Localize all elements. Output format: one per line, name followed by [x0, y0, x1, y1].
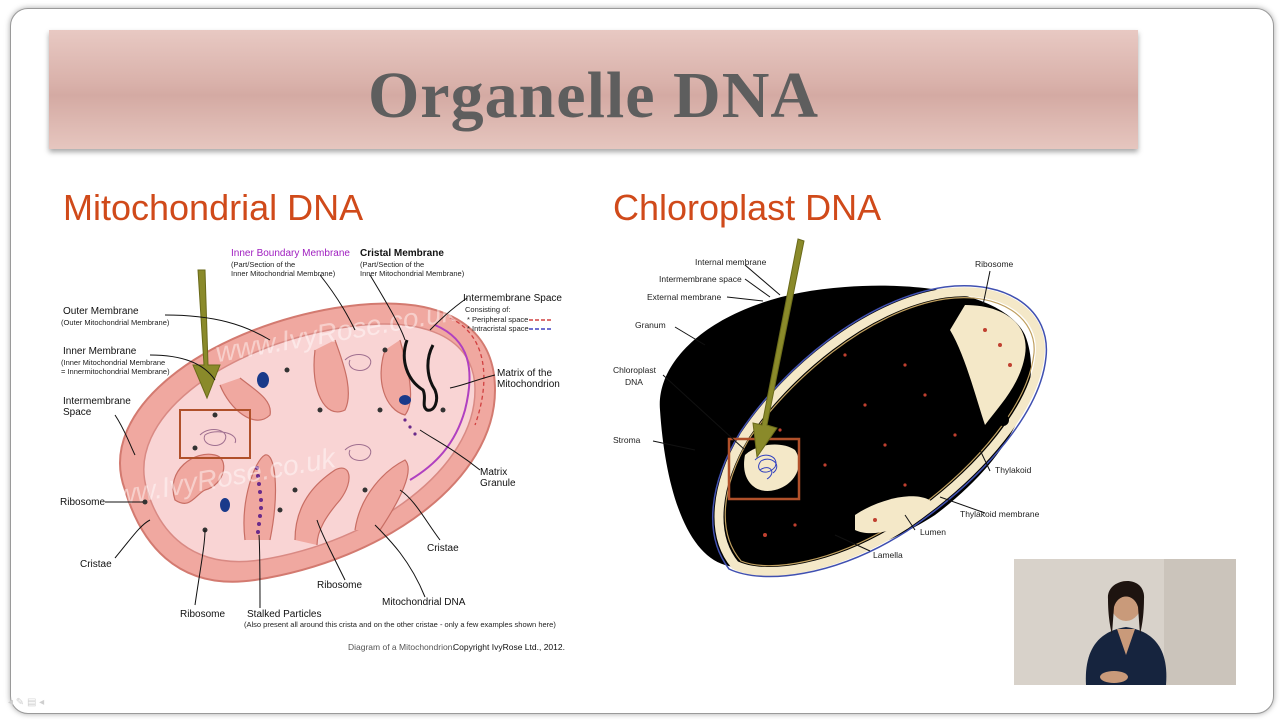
label-intermembrane-space-2: Space: [63, 407, 92, 418]
label-mitochondrial-dna: Mitochondrial DNA: [382, 597, 466, 608]
label-matrix-1: Matrix of the: [497, 368, 552, 379]
crista-fold-6: [354, 459, 409, 531]
label-matrix-2: Mitochondrion: [497, 379, 560, 390]
label-cristal-membrane-sub1: (Part/Section of the: [360, 260, 424, 269]
chloroplast-dna-heading: Chloroplast DNA: [613, 187, 882, 228]
mitochondrial-dna-heading: Mitochondrial DNA: [63, 187, 364, 228]
label-intermembrane-space-top: Intermembrane Space: [463, 293, 562, 304]
label-lumen: Lumen: [920, 527, 946, 537]
label-cristae-left: Cristae: [80, 559, 112, 570]
label-intermembrane-space: Intermembrane space: [659, 274, 742, 284]
stroma-region: [950, 305, 1026, 425]
chloro-dna-arrow: [752, 238, 805, 459]
chloroplast-diagram: Internal membrane Intermembrane space Ex…: [613, 238, 1048, 578]
presenter-figure: [1014, 559, 1236, 685]
label-peripheral-space: * Peripheral space: [467, 315, 528, 324]
chloroplast-outer-membrane-line: [712, 285, 1048, 578]
crista-fold-4: [294, 467, 350, 546]
peripheral-space-dashes: [449, 317, 485, 426]
mitochondrion-diagram: www.IvyRose.co.uk www.IvyRose.co.uk Oute…: [60, 248, 565, 652]
label-ribosome-bottom: Ribosome: [180, 609, 225, 620]
chloroplast-dna-strands: [754, 454, 778, 480]
label-thylakoid: Thylakoid: [995, 465, 1032, 475]
caption-copyright: Copyright IvyRose Ltd., 2012.: [453, 642, 565, 652]
matrix-granule: [399, 395, 411, 405]
stroma-region: [855, 496, 935, 534]
inner-boundary-highlight: [409, 324, 471, 481]
matrix-granule: [257, 372, 269, 388]
mito-dna-loop-1: [199, 429, 237, 446]
label-ribosome-mid: Ribosome: [317, 580, 362, 591]
slide-title: Organelle DNA: [367, 59, 820, 132]
label-chloroplast-dna-1: Chloroplast: [613, 365, 657, 375]
slide-nav-controls[interactable]: ◂ ✎ ▤ ◂: [8, 697, 45, 708]
label-inner-boundary-sub1: (Part/Section of the: [231, 260, 295, 269]
label-outer-membrane-sub: (Outer Mitochondrial Membrane): [61, 318, 170, 327]
label-inner-membrane-sub1: (Inner Mitochondrial Membrane: [61, 358, 165, 367]
label-outer-membrane: Outer Membrane: [63, 306, 139, 317]
label-external-membrane: External membrane: [647, 292, 721, 302]
mito-dna-highlight-box: [179, 409, 251, 459]
plastoglobule: [765, 550, 775, 560]
label-granum: Granum: [635, 320, 666, 330]
label-stalked-particles: Stalked Particles: [247, 609, 321, 620]
label-inner-boundary: Inner Boundary Membrane: [231, 248, 350, 259]
mito-dna-loop-3: [344, 444, 372, 461]
label-internal-membrane: Internal membrane: [695, 257, 767, 267]
label-thylakoid-membrane: Thylakoid membrane: [960, 509, 1040, 519]
label-stalked-particles-sub: (Also present all around this crista and…: [244, 620, 556, 629]
chloroplast-ribosomes: [763, 328, 1012, 537]
label-cristal-membrane: Cristal Membrane: [360, 248, 444, 259]
label-matrix-granule-2: Granule: [480, 478, 516, 489]
leader-lines: [105, 274, 496, 609]
label-matrix-granule-1: Matrix: [480, 467, 507, 478]
presenter-webcam: [1014, 559, 1236, 685]
cristal-membrane-shape: [402, 339, 439, 412]
chloroplast-envelope: [714, 287, 1045, 576]
label-cristae-right: Cristae: [427, 543, 459, 554]
crista-fold-2: [243, 454, 277, 541]
stalked-particles: [255, 418, 417, 534]
label-intracristal-space: * Intracristal space: [467, 324, 529, 333]
mito-dna-loop-2: [344, 354, 372, 371]
label-lamella: Lamella: [873, 550, 903, 560]
caption-prefix: Diagram of a Mitochondrion:: [348, 642, 455, 652]
label-cristal-membrane-sub2: Inner Mitochondrial Membrane): [360, 269, 465, 278]
chloro-leader-lines: [652, 264, 991, 552]
label-consisting-of: Consisting of:: [465, 305, 510, 314]
crista-fold-7: [219, 377, 271, 421]
crista-fold-1: [172, 453, 225, 504]
label-ribosome-left: Ribosome: [60, 497, 105, 508]
plastoglobule: [997, 414, 1009, 426]
label-inner-membrane: Inner Membrane: [63, 346, 137, 357]
label-chloroplast-dna-2: DNA: [625, 377, 643, 387]
label-intermembrane-space-1: Intermembrane: [63, 396, 131, 407]
label-inner-boundary-sub2: Inner Mitochondrial Membrane): [231, 269, 336, 278]
label-ribosome: Ribosome: [975, 259, 1014, 269]
title-banner: Organelle DNA: [49, 30, 1138, 149]
matrix-granule: [220, 498, 230, 512]
label-stroma: Stroma: [613, 435, 641, 445]
label-inner-membrane-sub2: = Innermitochondrial Membrane): [61, 367, 170, 376]
crista-fold-3: [313, 339, 349, 413]
